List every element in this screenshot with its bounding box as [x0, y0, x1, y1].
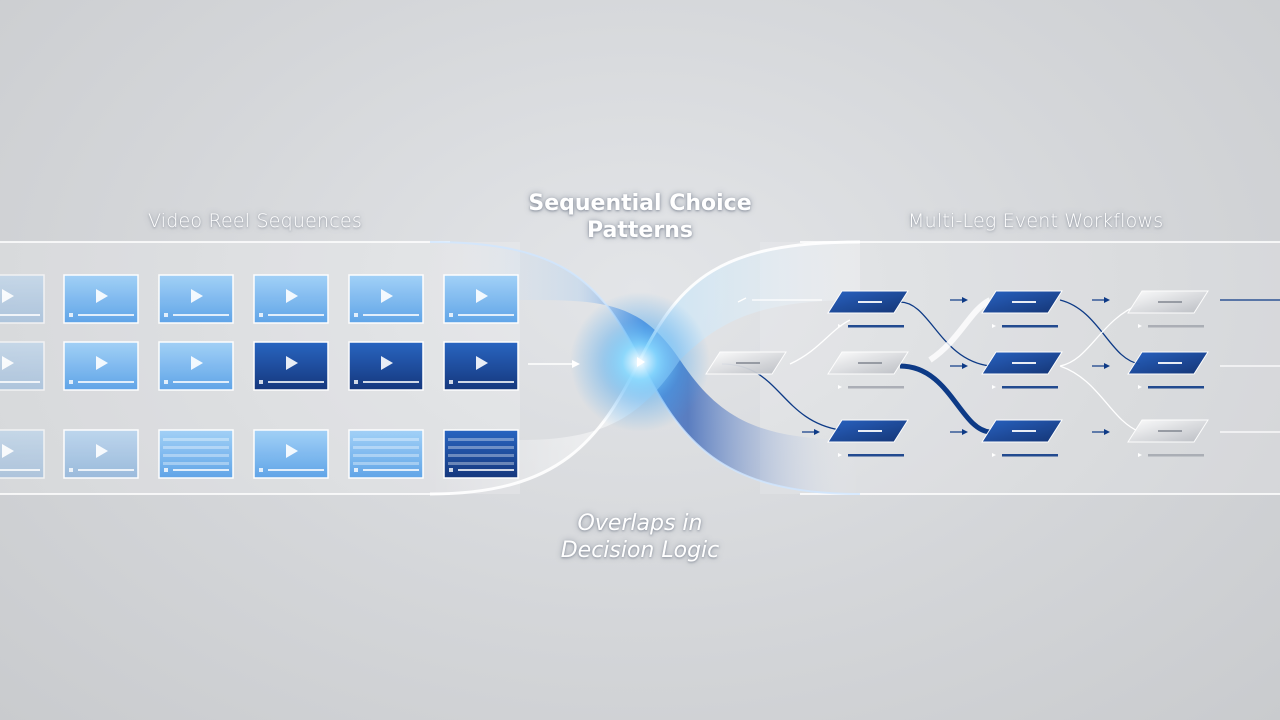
play-icon — [96, 356, 108, 370]
arrow-icon — [950, 429, 968, 435]
workflow-node — [981, 419, 1063, 457]
play-icon — [476, 356, 488, 370]
left-connector-arrow — [528, 360, 580, 368]
video-tile — [0, 341, 45, 391]
workflow-connectors — [721, 297, 1280, 435]
play-icon — [191, 289, 203, 303]
play-icon — [96, 444, 108, 458]
video-tile — [63, 429, 139, 479]
workflow-node-grid — [705, 290, 1209, 457]
workflow-node — [827, 419, 909, 457]
center-title-line2: Patterns — [587, 218, 693, 243]
play-icon — [476, 289, 488, 303]
workflow-node — [1127, 290, 1209, 328]
workflow-node — [981, 351, 1063, 389]
workflow-node — [981, 290, 1063, 328]
play-icon — [96, 289, 108, 303]
center-subtitle-line1: Overlaps in — [577, 511, 703, 536]
crossing-ribbons — [429, 240, 861, 496]
center-subtitle: Overlaps in Decision Logic — [500, 510, 780, 564]
video-tile — [63, 274, 139, 324]
video-tile — [348, 429, 424, 479]
center-title-line1: Sequential Choice — [528, 191, 752, 216]
arrow-icon — [950, 297, 968, 303]
play-icon — [381, 356, 393, 370]
video-tile — [0, 274, 45, 324]
arrow-icon — [802, 429, 820, 435]
workflow-node — [705, 351, 787, 375]
video-tile — [63, 341, 139, 391]
play-icon — [381, 289, 393, 303]
video-tile — [0, 429, 45, 479]
video-tile — [348, 341, 424, 391]
play-icon — [2, 444, 14, 458]
play-icon — [2, 289, 14, 303]
center-play-icon — [637, 357, 645, 367]
center-title: Sequential Choice Patterns — [500, 190, 780, 244]
center-subtitle-line2: Decision Logic — [560, 538, 720, 563]
video-tile — [253, 274, 329, 324]
play-icon — [2, 356, 14, 370]
video-reel-grid — [0, 274, 519, 479]
video-tile — [158, 274, 234, 324]
right-section-title: Multi-Leg Event Workflows — [908, 210, 1164, 232]
play-icon — [286, 444, 298, 458]
workflow-node — [827, 290, 909, 328]
video-tile — [348, 274, 424, 324]
play-icon — [286, 289, 298, 303]
arrow-icon — [950, 363, 968, 369]
video-tile — [253, 341, 329, 391]
video-tile — [443, 429, 519, 479]
left-section-title: Video Reel Sequences — [148, 210, 362, 232]
video-tile — [158, 429, 234, 479]
workflow-node — [827, 351, 909, 389]
arrow-icon — [1092, 297, 1110, 303]
video-tile — [158, 341, 234, 391]
workflow-node — [1127, 351, 1209, 389]
workflow-node — [1127, 419, 1209, 457]
play-icon — [191, 356, 203, 370]
video-tile — [443, 274, 519, 324]
video-tile — [253, 429, 329, 479]
video-tile — [443, 341, 519, 391]
arrow-icon — [1092, 363, 1110, 369]
play-icon — [286, 356, 298, 370]
arrow-icon — [1092, 429, 1110, 435]
